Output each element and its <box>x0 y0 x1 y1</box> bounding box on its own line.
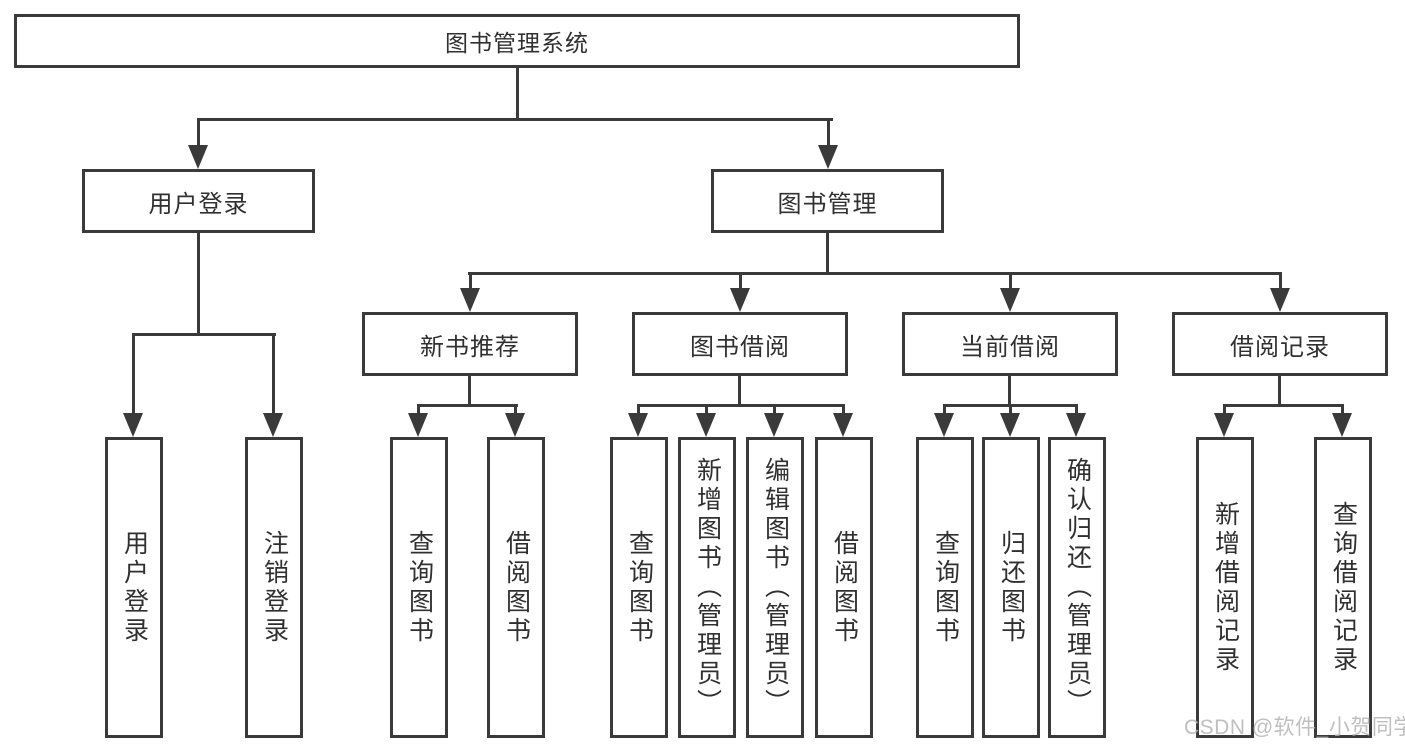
connector-line <box>132 333 135 414</box>
arrow-down-icon <box>833 413 853 437</box>
connector-line <box>826 232 829 275</box>
node-user-login-branch: 用户登录 <box>82 169 315 233</box>
leaf-query-books-borrowing: 查询图书 <box>610 437 668 738</box>
arrow-down-icon <box>730 288 750 312</box>
node-book-management-branch: 图书管理 <box>711 169 944 233</box>
leaf-borrow-books-borrowing: 借阅图书 <box>815 437 873 738</box>
arrow-down-icon <box>460 288 480 312</box>
connector-line <box>1008 375 1011 406</box>
connector-line <box>417 404 420 415</box>
connector-line <box>1278 375 1281 406</box>
connector-line <box>1009 404 1012 415</box>
arrow-down-icon <box>123 413 143 437</box>
node-new-book-recommendation: 新书推荐 <box>362 312 578 376</box>
arrow-down-icon <box>628 413 648 437</box>
leaf-confirm-return-admin: 确认归还（管理员） <box>1048 437 1106 738</box>
connector-line <box>516 68 519 121</box>
arrow-down-icon <box>764 413 784 437</box>
connector-line <box>1223 404 1226 415</box>
connector-line <box>197 118 200 147</box>
arrow-down-icon <box>696 413 716 437</box>
leaf-add-borrow-record: 新增借阅记录 <box>1196 437 1254 738</box>
connector-line <box>469 272 472 290</box>
connector-line <box>1341 404 1344 415</box>
connector-line <box>468 375 471 406</box>
leaf-add-books-admin: 新增图书（管理员） <box>678 437 736 738</box>
connector-line <box>132 333 276 336</box>
arrow-down-icon <box>188 145 208 169</box>
connector-line <box>842 404 845 415</box>
connector-line <box>739 272 742 290</box>
connector-line <box>827 118 830 147</box>
connector-line <box>773 404 776 415</box>
connector-line <box>1223 404 1344 407</box>
arrow-down-icon <box>934 413 954 437</box>
node-book-borrowing: 图书借阅 <box>632 312 848 376</box>
arrow-down-icon <box>818 145 838 169</box>
leaf-query-books-current: 查询图书 <box>916 437 974 738</box>
arrow-down-icon <box>1270 288 1290 312</box>
leaf-logout: 注销登录 <box>245 437 303 738</box>
connector-line <box>943 404 946 415</box>
node-borrowing-records: 借阅记录 <box>1172 312 1388 376</box>
csdn-watermark: CSDN @软件_小贺同学 <box>1184 716 1405 739</box>
connector-line <box>637 404 845 407</box>
connector-line <box>514 404 517 415</box>
connector-line <box>468 272 1282 275</box>
leaf-user-login: 用户登录 <box>105 437 163 738</box>
connector-line <box>272 333 275 414</box>
connector-line <box>705 404 708 415</box>
leaf-query-borrow-record: 查询借阅记录 <box>1314 437 1372 738</box>
connector-line <box>197 232 200 336</box>
arrow-down-icon <box>1066 413 1086 437</box>
arrow-down-icon <box>1214 413 1234 437</box>
node-library-management-system: 图书管理系统 <box>14 14 1020 68</box>
arrow-down-icon <box>1332 413 1352 437</box>
arrow-down-icon <box>505 413 525 437</box>
connector-line <box>738 375 741 406</box>
node-current-borrowing: 当前借阅 <box>902 312 1118 376</box>
connector-line <box>417 404 518 407</box>
arrow-down-icon <box>263 413 283 437</box>
arrow-down-icon <box>408 413 428 437</box>
connector-line <box>197 118 833 121</box>
arrow-down-icon <box>1000 413 1020 437</box>
connector-line <box>1075 404 1078 415</box>
connector-line <box>1009 272 1012 290</box>
leaf-edit-books-admin: 编辑图书（管理员） <box>746 437 804 738</box>
leaf-query-books-recommend: 查询图书 <box>390 437 448 738</box>
connector-line <box>637 404 640 415</box>
connector-line <box>1279 272 1282 290</box>
arrow-down-icon <box>1000 288 1020 312</box>
leaf-borrow-books-recommend: 借阅图书 <box>487 437 545 738</box>
leaf-return-books: 归还图书 <box>982 437 1040 738</box>
